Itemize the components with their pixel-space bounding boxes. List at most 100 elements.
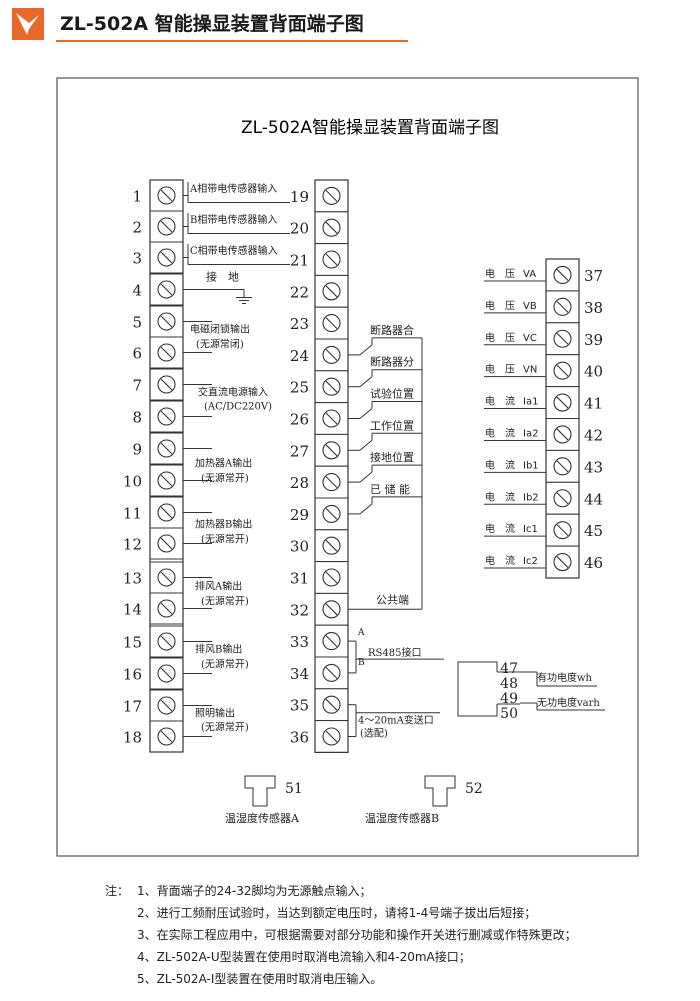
screw-icon: [553, 393, 572, 412]
screw-icon: [553, 521, 572, 540]
screw-slot: [325, 667, 338, 679]
label-b-ct: B相带电传感器输入: [190, 213, 277, 226]
screw-icon: [157, 503, 176, 522]
terminal-number-51: 51: [285, 781, 303, 797]
terminal-number-29: 29: [290, 506, 309, 524]
screw-icon: [157, 568, 176, 587]
sensor-label: 温湿度传感器A: [225, 811, 300, 825]
label-heat-b-1: 加热器B输出: [195, 518, 252, 531]
label-ib1-kind: 电 流: [485, 458, 515, 471]
switch-contact-icon: [359, 376, 373, 388]
label-ib2: Ib2: [523, 492, 539, 503]
screw-slot: [160, 667, 173, 680]
screw-slot: [160, 346, 173, 359]
label-c-ct: C相带电传感器输入: [190, 244, 278, 257]
screw-slot: [325, 698, 338, 711]
screw-icon: [322, 377, 341, 396]
terminal-number-40: 40: [584, 363, 603, 381]
screw-slot: [556, 492, 569, 505]
screw-icon: [322, 186, 341, 205]
screw-slot: [556, 269, 569, 281]
terminal-number-31: 31: [290, 570, 309, 588]
terminal-number-8: 8: [132, 409, 142, 427]
terminal-block-right: [545, 258, 580, 579]
screw-icon: [322, 314, 341, 333]
terminal-cell: [149, 400, 184, 433]
label-power-1: 交直流电源输入: [198, 386, 268, 399]
screw-icon: [322, 727, 341, 746]
terminal-number-37: 37: [584, 267, 603, 285]
terminal-number-6: 6: [132, 345, 142, 363]
label-ib1: Ib1: [523, 460, 539, 471]
screw-icon: [553, 489, 572, 508]
screw-icon: [553, 265, 572, 285]
screw-icon: [157, 248, 176, 267]
diagram-frame: [56, 77, 639, 857]
note-line: 3、在实际工程应用中，可根据需要对部分功能和操作开关进行删减或作特殊更改；: [137, 928, 577, 942]
screw-icon: [322, 250, 341, 269]
label-earth-pos: 接地位置: [370, 450, 414, 464]
screw-slot: [325, 285, 338, 298]
screw-icon: [157, 727, 176, 746]
screw-icon: [322, 473, 341, 492]
label-work-pos: 工作位置: [370, 418, 414, 432]
screw-icon: [322, 632, 341, 651]
screw-icon: [322, 663, 341, 682]
switch-contact-icon: [359, 439, 373, 451]
terminal-block-left: [149, 179, 184, 753]
screw-slot: [325, 221, 338, 234]
label-lock-2: (无源常闭): [196, 338, 244, 351]
label-ia2: Ia2: [523, 428, 538, 439]
label-vb-kind: 电 压: [485, 299, 515, 312]
screw-icon: [553, 361, 572, 380]
label-breaker-close: 断路器合: [370, 323, 414, 337]
label-common: 公共端: [376, 593, 409, 606]
screw-slot: [556, 300, 569, 313]
label-ground: 接 地: [206, 271, 239, 284]
screw-slot: [556, 332, 569, 345]
terminal-number-32: 32: [290, 601, 309, 619]
label-ic1-kind: 电 流: [485, 522, 515, 535]
terminal-cell: [149, 625, 184, 658]
screw-slot: [160, 442, 173, 455]
label-fan-b-2: (无源常开): [201, 658, 249, 671]
terminal-number-21: 21: [290, 252, 309, 270]
sensor-connector-icon: [424, 775, 456, 807]
terminal-number-9: 9: [132, 441, 142, 459]
label-heat-b-2: (无源常开): [201, 533, 249, 546]
terminal-number-26: 26: [290, 411, 309, 429]
label-rs-b: B: [358, 658, 365, 668]
label-light-2: (无源常开): [201, 721, 249, 734]
screw-slot: [160, 506, 173, 519]
note-line: 2、进行工频耐压试验时，当达到额定电压时，请将1-4号端子拔出后短接；: [137, 906, 537, 920]
label-ia1: Ia1: [523, 397, 538, 408]
terminal-number-46: 46: [584, 554, 603, 572]
screw-icon: [157, 696, 176, 715]
screw-slot: [325, 508, 338, 520]
terminal-number-43: 43: [584, 458, 603, 476]
screw-icon: [157, 280, 176, 299]
terminal-number-42: 42: [584, 426, 603, 444]
terminal-number-13: 13: [123, 570, 142, 588]
terminal-number-38: 38: [584, 299, 603, 317]
label-rs-a: A: [357, 628, 365, 638]
header-divider: [56, 40, 408, 42]
label-vn: VN: [523, 365, 537, 376]
label-a-ct: A相带电传感器输入: [189, 182, 277, 195]
screw-slot: [325, 635, 338, 647]
screw-slot: [160, 474, 173, 487]
screw-slot: [325, 380, 338, 393]
label-vc-kind: 电 压: [485, 331, 515, 344]
notes-prefix: 注：: [105, 884, 130, 898]
screw-icon: [157, 599, 176, 618]
screw-slot: [160, 283, 173, 296]
terminal-number-35: 35: [290, 697, 309, 715]
screw-slot: [160, 730, 173, 743]
screw-icon: [157, 375, 176, 394]
label-ic1: Ic1: [523, 524, 538, 535]
label-vb: VB: [523, 301, 537, 312]
screw-icon: [157, 632, 176, 651]
terminal-number-10: 10: [123, 473, 142, 491]
screw-slot: [325, 603, 338, 616]
screw-icon: [322, 536, 341, 555]
